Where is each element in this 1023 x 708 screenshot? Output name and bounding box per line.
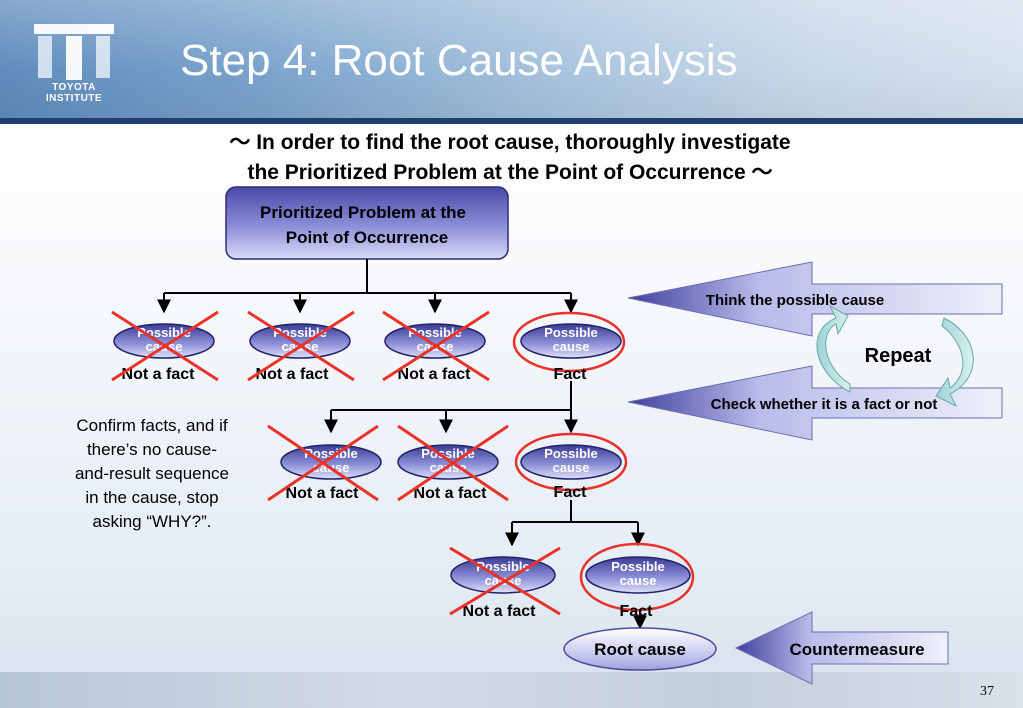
repeat-label: Repeat xyxy=(865,345,932,367)
root-cause-label: Root cause xyxy=(594,640,686,659)
cause-label: cause xyxy=(553,460,590,475)
red-cross-icon xyxy=(111,310,219,382)
toyota-institute-logo: TOYOTA INSTITUTE xyxy=(28,22,128,106)
verdict-label: Fact xyxy=(620,603,654,620)
problem-line-2: Point of Occurrence xyxy=(286,228,448,247)
level1-node-4: Possible cause Fact xyxy=(512,311,626,383)
countermeasure-label: Countermeasure xyxy=(789,640,924,659)
think-arrow-label: Think the possible cause xyxy=(706,292,884,309)
footer-band xyxy=(0,672,1023,708)
verdict-label: Not a fact xyxy=(256,366,330,383)
repeat-cycle: Repeat xyxy=(816,304,974,408)
level3-node-2: Possible cause Fact xyxy=(579,542,695,620)
problem-line-1: Prioritized Problem at the xyxy=(260,203,466,222)
tree-connectors xyxy=(157,259,647,630)
header-rule xyxy=(0,118,1023,124)
red-circle-icon xyxy=(579,542,695,612)
countermeasure-arrow: Countermeasure xyxy=(734,611,949,685)
red-cross-icon xyxy=(397,424,509,502)
page-number: 37 xyxy=(980,684,994,699)
verdict-label: Not a fact xyxy=(286,485,360,502)
check-fact-arrow: Check whether it is a fact or not xyxy=(627,365,1003,441)
verdict-label: Not a fact xyxy=(398,366,472,383)
verdict-label: Not a fact xyxy=(463,603,537,620)
level1-node-2: Possible cause Not a fact xyxy=(247,310,355,383)
slide-subtitle: ～ In order to find the root cause, thoro… xyxy=(130,128,890,188)
level3-node-1: Possible cause Not a fact xyxy=(449,546,561,620)
cause-label: Possible xyxy=(611,559,664,574)
level1-node-1: Possible cause Not a fact xyxy=(111,310,219,383)
level2-node-2: Possible cause Not a fact xyxy=(397,424,509,502)
red-cross-icon xyxy=(449,546,561,616)
root-cause-node: Root cause xyxy=(563,627,717,671)
subtitle-line-2: the Prioritized Problem at the Point of … xyxy=(247,161,773,184)
cause-label: Possible xyxy=(544,325,597,340)
cause-label: cause xyxy=(553,339,590,354)
slide-title: Step 4: Root Cause Analysis xyxy=(180,36,738,85)
red-circle-icon xyxy=(512,311,626,373)
prioritized-problem-box: Prioritized Problem at the Point of Occu… xyxy=(225,186,509,260)
red-cross-icon xyxy=(382,310,490,382)
verdict-label: Fact xyxy=(554,366,588,383)
cause-label: Possible xyxy=(544,446,597,461)
level1-node-3: Possible cause Not a fact xyxy=(382,310,490,383)
red-circle-icon xyxy=(514,432,628,492)
red-cross-icon xyxy=(267,424,379,502)
verdict-label: Not a fact xyxy=(122,366,196,383)
red-cross-icon xyxy=(247,310,355,382)
verdict-label: Fact xyxy=(554,484,588,501)
level2-node-1: Possible cause Not a fact xyxy=(267,424,382,502)
level2-node-3: Possible cause Fact xyxy=(514,432,628,501)
logo-line-2: INSTITUTE xyxy=(45,93,103,104)
cause-label: cause xyxy=(620,573,657,588)
header-banner xyxy=(0,0,1023,118)
subtitle-line-1: ～ In order to find the root cause, thoro… xyxy=(229,131,791,154)
check-arrow-label: Check whether it is a fact or not xyxy=(711,396,938,413)
think-possible-cause-arrow: Think the possible cause xyxy=(627,261,1003,337)
logo-mark-icon xyxy=(34,24,114,80)
side-note: Confirm facts, and if there’s no cause-a… xyxy=(74,416,230,531)
logo-line-1: TOYOTA xyxy=(52,82,96,93)
verdict-label: Not a fact xyxy=(414,485,488,502)
